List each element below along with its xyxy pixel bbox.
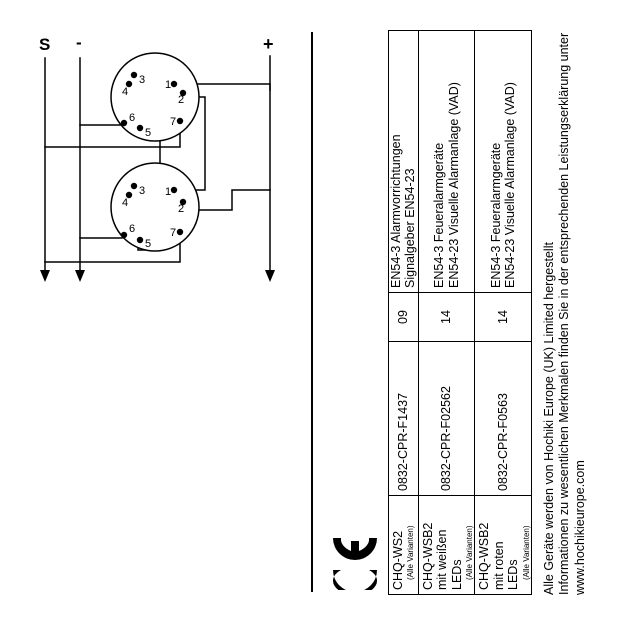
certificate-cell: 0832-CPR-F0563 — [474, 341, 532, 496]
pin-label: 6 — [129, 112, 135, 124]
certificate-cell: 0832-CPR-F1437 — [388, 341, 419, 496]
certificate-cell: 0832-CPR-F02562 — [418, 341, 475, 496]
pin-label: 7 — [170, 116, 176, 128]
pin-label: 2 — [178, 94, 184, 106]
table-row: CHQ-WS2 (Alle Varianten) 0832-CPR-F1437 … — [388, 30, 419, 595]
terminal-minus-label: - — [76, 33, 82, 52]
pin-label: 2 — [178, 203, 184, 215]
terminal-plus-label: + — [263, 34, 274, 54]
product-name: CHQ-WS2 — [391, 530, 405, 590]
pin-label: 4 — [122, 197, 128, 209]
ce-mark: CE — [333, 538, 377, 590]
year-cell: 14 — [474, 292, 532, 342]
arrow-down-icon — [265, 270, 275, 282]
standards-cell: EN54-3 Feueralarmgeräte EN54-23 Visuelle… — [418, 30, 475, 293]
standards-cell: EN54-3 Feueralarmgeräte EN54-23 Visuelle… — [474, 30, 532, 293]
pin-label: 3 — [139, 74, 145, 86]
pin-label: 5 — [145, 127, 151, 139]
product-cell: CHQ-WSB2 mit roten LEDs (Alle Varianten) — [474, 495, 532, 595]
pin-label: 1 — [165, 186, 171, 198]
certification-block: CHQ-WS2 (Alle Varianten) 0832-CPR-F1437 … — [388, 30, 618, 595]
product-cell: CHQ-WS2 (Alle Varianten) — [388, 495, 419, 595]
wire-pin2-bottom-to-plus — [182, 189, 271, 211]
product-variants: (Alle Varianten) — [521, 525, 531, 580]
terminal-s-label: S — [39, 35, 50, 54]
year-cell: 09 — [388, 292, 419, 342]
pin-label: 7 — [170, 227, 176, 239]
year-cell: 14 — [418, 292, 475, 342]
product-led-type: mit weißen LEDs — [435, 529, 464, 590]
section-divider — [311, 32, 313, 592]
product-name: CHQ-WSB2 — [420, 522, 435, 590]
pin-label: 1 — [165, 79, 171, 91]
table-row: CHQ-WSB2 mit weißen LEDs (Alle Varianten… — [418, 30, 475, 595]
product-variants: (Alle Varianten) — [465, 525, 474, 580]
pin-label: 3 — [139, 185, 145, 197]
product-name: CHQ-WSB2 — [477, 522, 492, 590]
certification-table: CHQ-WS2 (Alle Varianten) 0832-CPR-F1437 … — [388, 30, 532, 595]
product-cell: CHQ-WSB2 mit weißen LEDs (Alle Varianten… — [418, 495, 475, 595]
product-variants: (Alle Varianten) — [406, 525, 416, 580]
pin-label: 6 — [129, 223, 135, 235]
wire-plus-to-pin1-top — [173, 83, 271, 91]
pin-label: 5 — [145, 238, 151, 250]
arrow-down-icon — [40, 270, 50, 282]
standards-cell: EN54-3 Alarmvorrichtungen Signalgeber EN… — [388, 30, 419, 293]
product-led-type: mit roten LEDs — [491, 541, 521, 590]
wiring-diagram: 3 4 1 2 6 5 7 3 4 1 2 6 5 7 S - + — [39, 33, 275, 282]
table-row: CHQ-WSB2 mit roten LEDs (Alle Varianten)… — [474, 30, 532, 595]
arrow-down-icon — [75, 270, 85, 282]
manufacturer-note: Alle Geräte werden von Hochiki Europe (U… — [542, 32, 587, 595]
pin-label: 4 — [122, 86, 128, 98]
